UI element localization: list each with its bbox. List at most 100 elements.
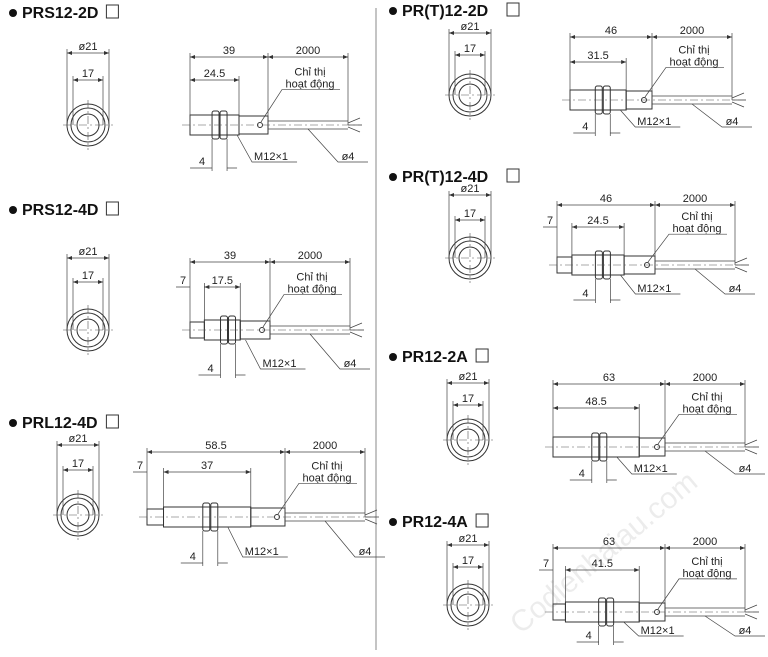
suffix-box [105, 4, 119, 19]
cable-diameter-label: ø4 [726, 116, 739, 128]
watermark-text: Codienhaiau.com [504, 465, 704, 640]
bullet-icon [9, 206, 17, 214]
leader-line [620, 109, 681, 128]
dimension-label: 2000 [298, 250, 322, 262]
indicator-label: Chỉ thị [691, 391, 722, 403]
bullet-icon [389, 518, 397, 526]
indicator-label: Chỉ thị [678, 44, 709, 56]
dimension-label: 4 [207, 363, 213, 375]
dimension-label: 2000 [313, 440, 337, 452]
leader-line [616, 456, 677, 475]
thread-label: M12×1 [634, 463, 668, 475]
model-title: PRS12-2D [22, 5, 98, 22]
dimension-label: 63 [603, 372, 615, 384]
arrowhead [67, 51, 109, 55]
sensor-section: PRS12-4D ø21 17 39 2000 17.5 7 4 M12×1 ø4 Chỉ thịh… [9, 201, 370, 378]
cable-diameter-label: ø4 [342, 151, 355, 163]
model-title: PRS12-4D [22, 202, 98, 219]
dimension-label: 17 [82, 270, 94, 282]
thread-label: M12×1 [641, 625, 675, 637]
dimension-label: 39 [223, 45, 235, 57]
bullet-icon [9, 9, 17, 17]
dimension-label: 17 [462, 555, 474, 567]
dimension-label: 4 [199, 156, 205, 168]
dimension-line [569, 461, 617, 483]
extension-lines [189, 258, 351, 330]
arrowhead [447, 381, 489, 385]
dimension-label: 39 [224, 250, 236, 262]
dimension-label: ø21 [459, 371, 478, 383]
leader-line [307, 128, 368, 163]
suffix-box [105, 414, 119, 429]
arrowhead [447, 543, 489, 547]
dimension-line [573, 279, 621, 303]
leader-line [277, 482, 357, 515]
indicator-label: Chỉ thị [294, 67, 325, 79]
indicator-label: hoạt động [673, 223, 722, 235]
dimension-label: 7 [180, 275, 186, 287]
suffix-box [475, 513, 489, 528]
dimension-label: 24.5 [204, 68, 225, 80]
indicator-label: hoạt động [683, 403, 732, 415]
dimension-label: ø21 [461, 21, 480, 33]
leader-line [644, 67, 724, 98]
extension-lines [56, 441, 100, 515]
model-title: PR(T)12-2D [402, 3, 488, 20]
extension-lines [552, 380, 746, 447]
dimension-line [576, 626, 624, 645]
dimension-label: 17 [462, 393, 474, 405]
bullet-icon [389, 173, 397, 181]
dimension-label: ø21 [79, 246, 98, 258]
dimension-line [198, 344, 246, 378]
leader-line [657, 414, 737, 445]
arrowhead [449, 31, 491, 35]
cable-diameter-label: ø4 [344, 358, 357, 370]
extension-lines [446, 541, 490, 605]
leader-line [704, 450, 765, 475]
dimension-label: 48.5 [585, 396, 606, 408]
extension-lines [556, 201, 736, 265]
bullet-icon [389, 353, 397, 361]
extension-lines [448, 29, 492, 95]
arrowhead [67, 256, 109, 260]
dimension-label: 4 [190, 551, 196, 563]
thread-label: M12×1 [637, 116, 671, 128]
dimension-label: 17.5 [212, 275, 233, 287]
cable-diameter-label: ø4 [729, 283, 742, 295]
extension-lines [448, 191, 492, 258]
extension-lines [446, 379, 490, 440]
dimension-label: 2000 [680, 25, 704, 37]
dimension-label: 2000 [683, 193, 707, 205]
extension-lines [552, 544, 746, 612]
indicator-label: hoạt động [303, 472, 352, 484]
dimension-label: 46 [605, 25, 617, 37]
dimension-line [573, 114, 621, 136]
arrowhead [190, 78, 239, 82]
indicator-label: Chỉ thị [296, 272, 327, 284]
dimension-label: 24.5 [587, 215, 608, 227]
leader-line [260, 89, 340, 123]
extension-lines [66, 49, 110, 125]
indicator-label: hoạt động [288, 284, 337, 296]
dimension-label: 41.5 [592, 558, 613, 570]
extension-lines [189, 53, 349, 125]
leader-line [647, 233, 727, 263]
model-title: PRL12-4D [22, 415, 98, 432]
suffix-box [506, 168, 520, 183]
leader-line [623, 621, 684, 637]
dimension-label: 2000 [693, 536, 717, 548]
model-title: PR(T)12-4D [402, 169, 488, 186]
leader-line [691, 103, 752, 128]
indicator-label: Chỉ thị [691, 556, 722, 568]
dimension-line [190, 139, 238, 171]
suffix-box [506, 2, 520, 17]
thread-label: M12×1 [263, 358, 297, 370]
dimension-label: 17 [82, 68, 94, 80]
leader-line [324, 520, 385, 558]
